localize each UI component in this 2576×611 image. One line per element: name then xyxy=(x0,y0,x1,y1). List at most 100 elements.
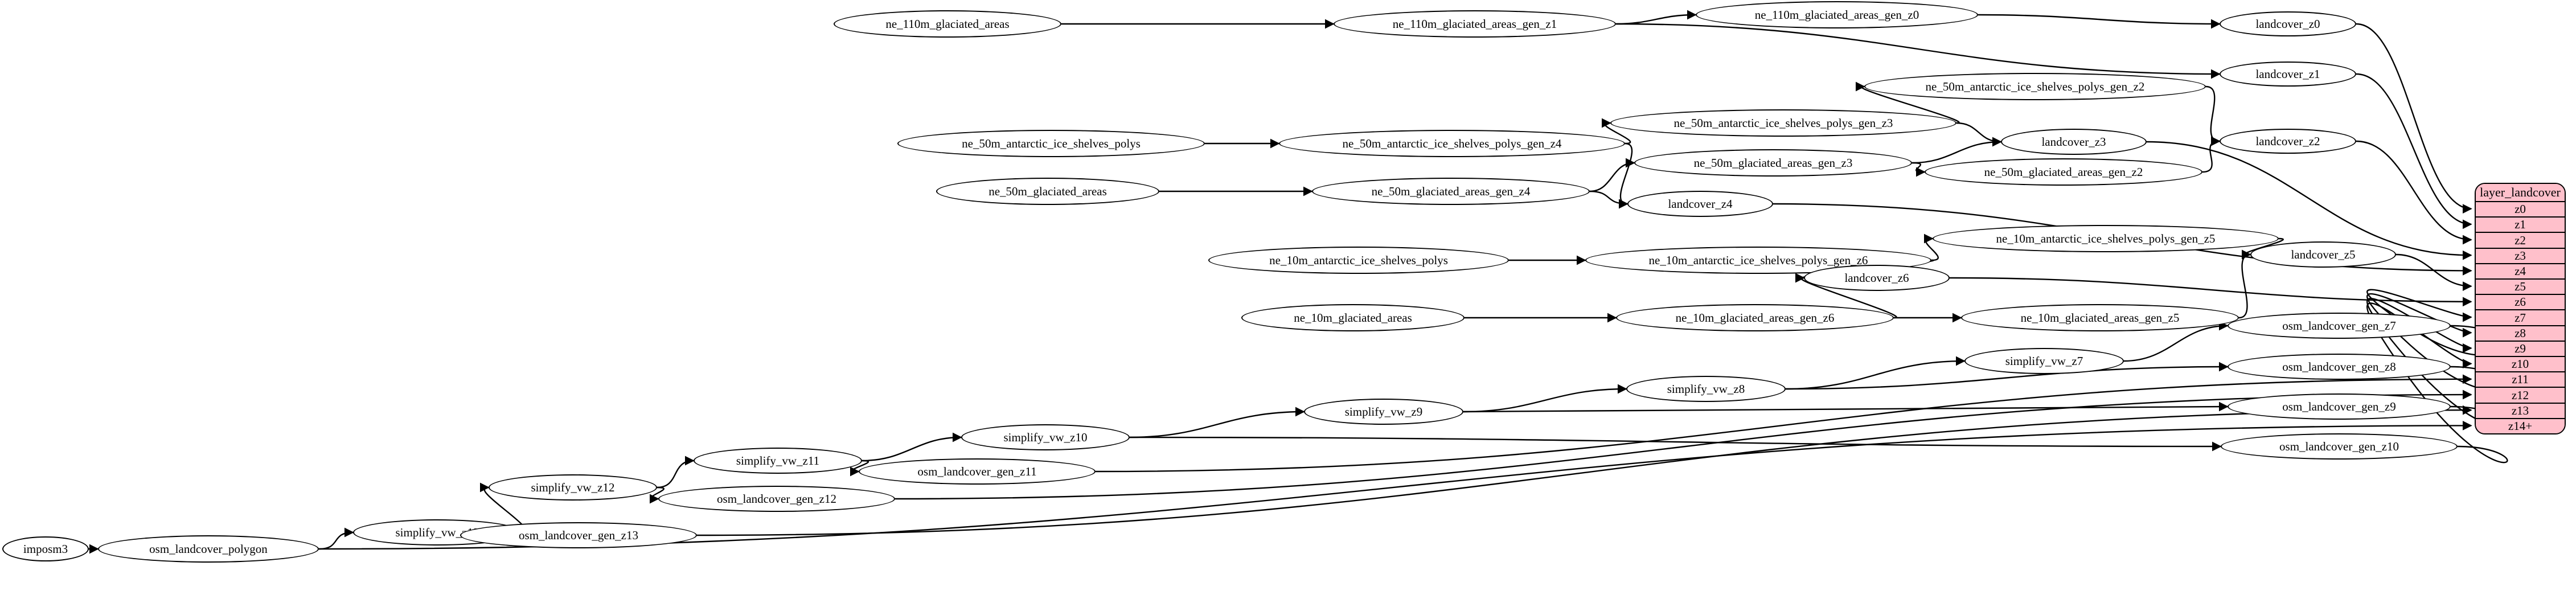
graph-edge xyxy=(1912,137,2002,164)
layer-table-row-z3[interactable]: z3 xyxy=(2476,248,2565,264)
graph-node-label: ne_50m_antarctic_ice_shelves_polys_gen_z… xyxy=(1673,116,1893,130)
layer-table-row-z7[interactable]: z7 xyxy=(2476,310,2565,326)
graph-edge xyxy=(318,527,354,550)
graph-node-label: simplify_vw_z7 xyxy=(2005,354,2083,368)
graph-node-label: ne_110m_glaciated_areas xyxy=(885,17,1010,31)
graph-node-label: ne_110m_glaciated_areas_gen_z0 xyxy=(1754,7,1919,22)
graph-edge xyxy=(2202,136,2221,173)
graph-edge xyxy=(318,421,2472,550)
graph-node-ne-10m-glaciated-areas[interactable]: ne_10m_glaciated_areas xyxy=(1241,304,1465,331)
graph-node-simplify-vw-z9[interactable]: simplify_vw_z9 xyxy=(1304,399,1463,425)
graph-node-osm-landcover-gen-z13[interactable]: osm_landcover_gen_z13 xyxy=(460,522,697,548)
graph-node-label: osm_landcover_gen_z7 xyxy=(2282,318,2396,333)
graph-node-ne-10m-glaciated-areas-gen-z5[interactable]: ne_10m_glaciated_areas_gen_z5 xyxy=(1961,304,2239,331)
graph-node-label: ne_10m_glaciated_areas_gen_z5 xyxy=(2020,310,2180,325)
graph-node-label: ne_50m_glaciated_areas_gen_z4 xyxy=(1371,184,1531,198)
graph-edge xyxy=(1795,273,1897,319)
graph-edge xyxy=(1855,81,1960,124)
graph-node-landcover-z6[interactable]: landcover_z6 xyxy=(1804,265,1950,291)
graph-node-label: landcover_z4 xyxy=(1668,196,1733,211)
graph-node-label: landcover_z1 xyxy=(2255,67,2320,81)
graph-node-label: osm_landcover_gen_z12 xyxy=(717,491,836,506)
graph-node-landcover-z0[interactable]: landcover_z0 xyxy=(2220,11,2356,36)
graph-node-label: simplify_vw_z12 xyxy=(531,480,615,494)
layer-table-row-z0[interactable]: z0 xyxy=(2476,202,2565,218)
layer-table-row-z12[interactable]: z12 xyxy=(2476,388,2565,404)
graph-node-label: osm_landcover_gen_z11 xyxy=(917,464,1037,478)
graph-node-ne-10m-antarctic-ice-shelves-polys-gen-z5[interactable]: ne_10m_antarctic_ice_shelves_polys_gen_z… xyxy=(1933,225,2279,252)
graph-node-landcover-z5[interactable]: landcover_z5 xyxy=(2250,241,2396,268)
graph-edge xyxy=(657,456,695,489)
graph-node-landcover-z2[interactable]: landcover_z2 xyxy=(2220,129,2356,154)
graph-node-ne-110m-glaciated-areas-gen-z1[interactable]: ne_110m_glaciated_areas_gen_z1 xyxy=(1334,10,1616,38)
graph-node-ne-10m-glaciated-areas-gen-z6[interactable]: ne_10m_glaciated_areas_gen_z6 xyxy=(1616,304,1894,331)
graph-node-osm-landcover-gen-z7[interactable]: osm_landcover_gen_z7 xyxy=(2228,313,2451,339)
layer-table-row-z2[interactable]: z2 xyxy=(2476,233,2565,249)
graph-node-osm-landcover-gen-z11[interactable]: osm_landcover_gen_z11 xyxy=(859,458,1096,485)
graph-node-simplify-vw-z12[interactable]: simplify_vw_z12 xyxy=(489,474,657,501)
graph-node-ne-10m-antarctic-ice-shelves-polys[interactable]: ne_10m_antarctic_ice_shelves_polys xyxy=(1208,247,1509,274)
graph-node-osm-landcover-polygon[interactable]: osm_landcover_polygon xyxy=(98,535,319,563)
graph-node-osm-landcover-gen-z9[interactable]: osm_landcover_gen_z9 xyxy=(2228,393,2451,420)
graph-node-label: ne_10m_glaciated_areas_gen_z6 xyxy=(1675,310,1835,325)
graph-edge xyxy=(1785,362,2229,390)
graph-node-osm-landcover-gen-z8[interactable]: osm_landcover_gen_z8 xyxy=(2228,354,2451,380)
graph-edge xyxy=(1129,436,2222,452)
graph-node-label: ne_50m_antarctic_ice_shelves_polys xyxy=(962,136,1141,150)
graph-edge xyxy=(862,432,962,462)
graph-edge xyxy=(1095,374,2472,473)
graph-node-label: simplify_vw_z8 xyxy=(1667,382,1745,396)
graph-node-label: ne_50m_antarctic_ice_shelves_polys_gen_z… xyxy=(1342,136,1562,150)
layer-table-row-z13[interactable]: z13 xyxy=(2476,403,2565,419)
graph-edge xyxy=(1785,356,1966,390)
layer-table-row-z11[interactable]: z11 xyxy=(2476,372,2565,388)
graph-node-label: osm_landcover_gen_z13 xyxy=(519,528,638,542)
graph-node-label: ne_10m_antarctic_ice_shelves_polys_gen_z… xyxy=(1648,253,1868,267)
graph-edge xyxy=(1949,277,2472,307)
layer-table-row-z1[interactable]: z1 xyxy=(2476,218,2565,233)
graph-node-label: imposm3 xyxy=(23,542,68,556)
graph-node-landcover-z1[interactable]: landcover_z1 xyxy=(2220,61,2356,87)
graph-node-ne-110m-glaciated-areas-gen-z0[interactable]: ne_110m_glaciated_areas_gen_z0 xyxy=(1696,1,1978,28)
graph-edge xyxy=(1589,190,1629,209)
graph-node-label: simplify_vw_z9 xyxy=(1344,404,1423,419)
graph-node-ne-50m-glaciated-areas-gen-z2[interactable]: ne_50m_glaciated_areas_gen_z2 xyxy=(1925,158,2202,186)
graph-edge xyxy=(2356,23,2472,214)
graph-node-label: landcover_z3 xyxy=(2041,134,2106,149)
graph-node-ne-50m-antarctic-ice-shelves-polys-gen-z2[interactable]: ne_50m_antarctic_ice_shelves_polys_gen_z… xyxy=(1864,73,2206,100)
graph-node-label: ne_50m_glaciated_areas xyxy=(988,184,1107,198)
graph-node-label: ne_50m_glaciated_areas_gen_z3 xyxy=(1693,155,1853,170)
graph-edge xyxy=(2395,253,2472,291)
graph-node-osm-landcover-gen-z12[interactable]: osm_landcover_gen_z12 xyxy=(658,486,895,512)
graph-edge xyxy=(2356,73,2472,229)
graph-node-label: ne_110m_glaciated_areas_gen_z1 xyxy=(1392,17,1557,31)
graph-edge xyxy=(2123,321,2229,362)
graph-node-ne-50m-glaciated-areas[interactable]: ne_50m_glaciated_areas xyxy=(936,178,1159,205)
graph-node-simplify-vw-z8[interactable]: simplify_vw_z8 xyxy=(1626,376,1786,402)
graph-edge xyxy=(1923,233,1939,261)
graph-node-ne-50m-antarctic-ice-shelves-polys-gen-z4[interactable]: ne_50m_antarctic_ice_shelves_polys_gen_z… xyxy=(1279,130,1625,157)
graph-node-ne-50m-glaciated-areas-gen-z4[interactable]: ne_50m_glaciated_areas_gen_z4 xyxy=(1312,178,1590,205)
graph-node-simplify-vw-z11[interactable]: simplify_vw_z11 xyxy=(694,448,862,474)
graph-node-osm-landcover-gen-z10[interactable]: osm_landcover_gen_z10 xyxy=(2221,433,2458,460)
layer-table-row-z4[interactable]: z4 xyxy=(2476,264,2565,280)
layer-table-row-z10[interactable]: z10 xyxy=(2476,357,2565,373)
graph-node-ne-50m-antarctic-ice-shelves-polys-gen-z3[interactable]: ne_50m_antarctic_ice_shelves_polys_gen_z… xyxy=(1610,109,1956,137)
layer-table-row-z9[interactable]: z9 xyxy=(2476,341,2565,358)
layer-table-row-z5[interactable]: z5 xyxy=(2476,280,2565,296)
graph-node-label: landcover_z0 xyxy=(2255,17,2320,31)
graph-node-ne-110m-glaciated-areas[interactable]: ne_110m_glaciated_areas xyxy=(834,10,1061,38)
graph-node-landcover-z4[interactable]: landcover_z4 xyxy=(1627,191,1773,217)
graph-node-imposm3[interactable]: imposm3 xyxy=(2,536,89,561)
layer-table-row-z14plus[interactable]: z14+ xyxy=(2476,419,2565,433)
layer-table-row-z6[interactable]: z6 xyxy=(2476,295,2565,311)
graph-node-simplify-vw-z7[interactable]: simplify_vw_z7 xyxy=(1964,348,2124,374)
graph-node-landcover-z3[interactable]: landcover_z3 xyxy=(2001,129,2147,155)
graph-node-simplify-vw-z10[interactable]: simplify_vw_z10 xyxy=(961,424,1130,450)
layer-table-row-z8[interactable]: z8 xyxy=(2476,326,2565,342)
graph-node-ne-50m-antarctic-ice-shelves-polys[interactable]: ne_50m_antarctic_ice_shelves_polys xyxy=(897,130,1205,157)
graph-node-ne-50m-glaciated-areas-gen-z3[interactable]: ne_50m_glaciated_areas_gen_z3 xyxy=(1634,149,1912,177)
graph-node-label: osm_landcover_polygon xyxy=(149,542,268,556)
graph-node-label: ne_10m_antarctic_ice_shelves_polys xyxy=(1269,253,1448,267)
